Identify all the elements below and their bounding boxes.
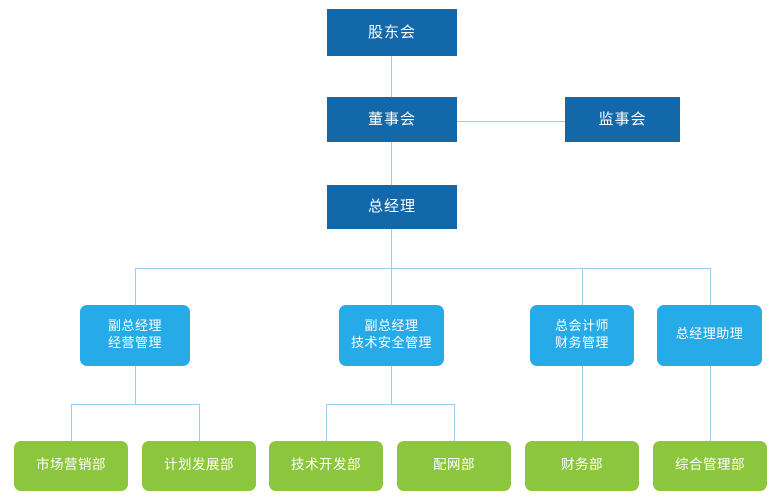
node-dept-network[interactable]: 配网部 (397, 441, 511, 491)
node-deputy-ops-label: 副总经理 经营管理 (107, 318, 162, 351)
node-chief-accountant[interactable]: 总会计师 财务管理 (530, 305, 634, 366)
node-deputy-ops[interactable]: 副总经理 经营管理 (80, 305, 190, 366)
connector-board-to-general-manager (391, 142, 392, 185)
connector-bus-to-gm-assistant (710, 268, 711, 305)
node-supervisors-label: 监事会 (598, 109, 647, 128)
node-general-manager[interactable]: 总经理 (327, 185, 457, 229)
node-dept-marketing-label: 市场营销部 (36, 457, 106, 474)
connector-gm-bus (135, 268, 711, 269)
node-supervisors[interactable]: 监事会 (565, 97, 680, 142)
node-gm-assistant[interactable]: 总经理助理 (657, 305, 762, 366)
connector-to-dept-tech-dev (326, 404, 327, 441)
connector-to-dept-planning (199, 404, 200, 441)
node-dept-general-admin-label: 综合管理部 (675, 457, 745, 474)
connector-gm-stem (391, 229, 392, 268)
connector-deputy-ops-stem (135, 366, 136, 404)
connector-deputy-tech-bus (326, 404, 455, 405)
connector-deputy-ops-bus (71, 404, 200, 405)
node-dept-planning[interactable]: 计划发展部 (142, 441, 256, 491)
connector-to-dept-network (454, 404, 455, 441)
connector-bus-to-deputy-ops (135, 268, 136, 305)
connector-to-dept-marketing (71, 404, 72, 441)
node-chief-accountant-label: 总会计师 财务管理 (554, 318, 609, 351)
node-dept-network-label: 配网部 (433, 457, 475, 474)
connector-deputy-tech-stem (391, 366, 392, 404)
connector-to-dept-finance (582, 366, 583, 441)
node-dept-marketing[interactable]: 市场营销部 (14, 441, 128, 491)
connector-shareholders-to-board (391, 56, 392, 102)
node-board[interactable]: 董事会 (327, 97, 457, 142)
node-deputy-tech[interactable]: 副总经理 技术安全管理 (339, 305, 444, 366)
node-general-manager-label: 总经理 (367, 197, 416, 216)
connector-to-dept-general-admin (710, 366, 711, 441)
node-dept-tech-dev[interactable]: 技术开发部 (269, 441, 383, 491)
node-dept-finance-label: 财务部 (561, 457, 603, 474)
node-gm-assistant-label: 总经理助理 (675, 327, 744, 343)
node-dept-tech-dev-label: 技术开发部 (291, 457, 361, 474)
connector-board-to-supervisors (457, 121, 566, 122)
node-deputy-tech-label: 副总经理 技术安全管理 (350, 318, 432, 351)
node-dept-finance[interactable]: 财务部 (525, 441, 639, 491)
node-shareholders[interactable]: 股东会 (327, 9, 457, 56)
connector-bus-to-deputy-tech (391, 268, 392, 305)
node-dept-planning-label: 计划发展部 (164, 457, 234, 474)
node-board-label: 董事会 (367, 109, 416, 128)
connector-bus-to-chief-accountant (582, 268, 583, 305)
node-shareholders-label: 股东会 (367, 22, 416, 41)
node-dept-general-admin[interactable]: 综合管理部 (653, 441, 767, 491)
